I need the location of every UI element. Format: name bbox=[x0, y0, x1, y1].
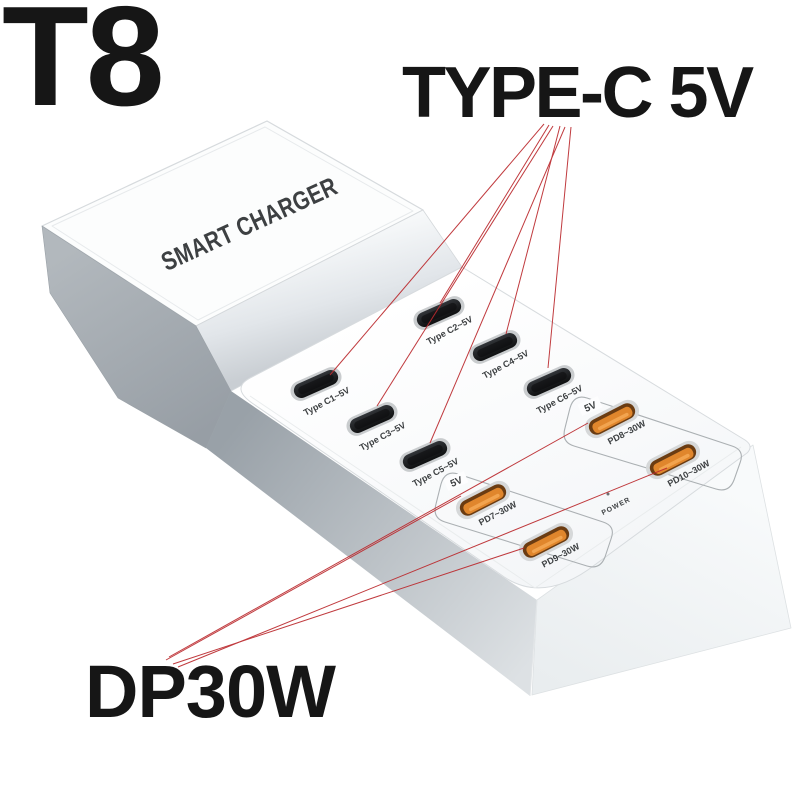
callout-line-c5 bbox=[429, 126, 566, 444]
charger-deck-chamfer bbox=[249, 395, 742, 589]
pd-group-left-voltage: 5V bbox=[443, 471, 469, 491]
callout-line-c2 bbox=[439, 124, 550, 304]
typec-port-c5 bbox=[399, 438, 451, 472]
model-callout: T8 bbox=[2, 0, 165, 136]
pd-group-left-outline bbox=[434, 472, 613, 568]
charger-body bbox=[41, 120, 792, 697]
callout-line-c6 bbox=[547, 126, 572, 369]
charger-front-corner-edge bbox=[529, 599, 538, 697]
pd-callout-lines bbox=[165, 422, 668, 668]
charger-deck-face bbox=[240, 266, 751, 589]
typec-port-c4 bbox=[469, 330, 521, 364]
callout-line-pd9 bbox=[172, 547, 525, 665]
charger-top-face-chamfer bbox=[51, 126, 414, 321]
pd-port-9 bbox=[518, 522, 574, 562]
voltage-tag-text: 5V bbox=[583, 400, 599, 415]
pd-group-right-voltage: 5V bbox=[577, 396, 603, 416]
callout-line-pd7 bbox=[165, 495, 462, 661]
dp-callout: DP30W bbox=[85, 650, 336, 733]
callout-line-c3 bbox=[376, 125, 554, 407]
power-led-dot bbox=[606, 492, 610, 496]
pd-port-7 bbox=[455, 480, 511, 520]
pd-port-10 bbox=[645, 440, 701, 480]
typec-callout: TYPE-C 5V bbox=[402, 53, 754, 133]
typec-port-c3 bbox=[346, 402, 398, 436]
pd-groups bbox=[434, 396, 742, 568]
callout-line-c1 bbox=[329, 123, 545, 376]
callout-line-pd10 bbox=[177, 467, 668, 668]
voltage-tag-bg bbox=[577, 396, 603, 416]
pd-port-8 bbox=[584, 399, 640, 439]
typec-callout-lines bbox=[329, 123, 572, 444]
pd-group-right-outline bbox=[563, 396, 742, 491]
callout-line-pd8 bbox=[168, 422, 589, 658]
typec-port-c2 bbox=[413, 296, 465, 330]
typec-port-c1 bbox=[290, 367, 342, 401]
voltage-tag-text: 5V bbox=[449, 475, 465, 490]
voltage-tag-bg bbox=[443, 471, 469, 491]
typec-port-c6 bbox=[523, 365, 575, 399]
